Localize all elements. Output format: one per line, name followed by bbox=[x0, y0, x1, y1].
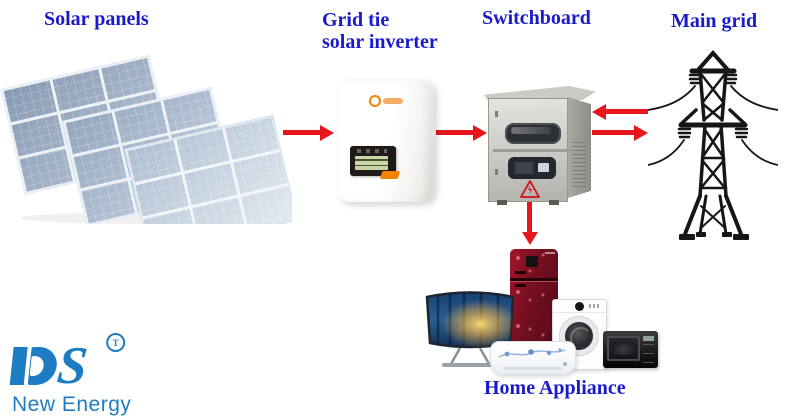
fridge-handle bbox=[515, 271, 526, 274]
microwave-control-panel bbox=[643, 336, 654, 363]
inverter-lcd bbox=[355, 156, 388, 170]
inverter-brand-icon bbox=[369, 95, 403, 107]
arrow-switchboard-to-appliances bbox=[521, 197, 538, 245]
main-grid-label: Main grid bbox=[671, 10, 758, 32]
fridge-handle bbox=[515, 284, 526, 287]
washer-buttons bbox=[589, 304, 601, 308]
microwave-window bbox=[607, 336, 640, 361]
logo-mark-ds: S T bbox=[9, 333, 185, 395]
trademark-icon: T bbox=[106, 333, 126, 352]
washer-dial bbox=[575, 302, 584, 311]
transmission-tower-icon bbox=[648, 49, 778, 240]
inverter-screen bbox=[350, 146, 401, 179]
switchboard-lower-window bbox=[508, 157, 556, 179]
home-appliance-label: Home Appliance bbox=[484, 377, 626, 399]
logo-letter-d-bar bbox=[9, 347, 28, 385]
switchboard-hinge bbox=[495, 111, 498, 117]
inverter-icon bbox=[338, 80, 434, 202]
logo-subtitle: New Energy bbox=[12, 393, 132, 416]
air-conditioner-icon bbox=[490, 341, 576, 375]
switchboard-icon bbox=[484, 82, 598, 205]
arrow-switchboard-to-grid bbox=[592, 124, 648, 141]
ac-vent bbox=[503, 367, 563, 370]
switchboard-foot bbox=[497, 200, 507, 205]
microwave-icon bbox=[603, 331, 658, 368]
company-logo: S T New Energy bbox=[9, 333, 185, 416]
switchboard-meter bbox=[538, 163, 549, 172]
inverter-accent bbox=[379, 171, 401, 179]
inverter-label-line2: solar inverter bbox=[322, 31, 438, 53]
logo-letter-d-bowl bbox=[27, 347, 59, 385]
fridge-brand bbox=[545, 252, 555, 254]
fridge-divider bbox=[510, 278, 558, 282]
switchboard-divider bbox=[493, 149, 572, 152]
ac-indicator bbox=[563, 362, 567, 366]
warning-triangle-icon bbox=[520, 180, 540, 198]
inverter-label-line1: Grid tie bbox=[322, 9, 390, 31]
arrow-grid-to-switchboard bbox=[592, 103, 648, 120]
logo-letter-s: S bbox=[54, 337, 91, 395]
washer-control-panel bbox=[553, 300, 606, 313]
arrow-inverter-to-switchboard bbox=[436, 124, 487, 141]
switchboard-foot bbox=[549, 200, 559, 205]
arrow-panels-to-inverter bbox=[283, 124, 334, 141]
switchboard-hinge bbox=[495, 169, 498, 175]
solar-panels-label: Solar panels bbox=[44, 8, 149, 30]
fridge-icon bbox=[510, 249, 558, 342]
switchboard-front bbox=[488, 98, 572, 205]
switchboard-equipment bbox=[515, 162, 533, 174]
fridge-panel bbox=[526, 256, 538, 267]
solar-panels-icon bbox=[0, 54, 292, 224]
inverter-keys bbox=[357, 149, 387, 153]
ac-floral-decoration bbox=[498, 348, 566, 358]
switchboard-label: Switchboard bbox=[482, 7, 591, 29]
switchboard-upper-window bbox=[505, 123, 561, 144]
switchboard-vents bbox=[572, 142, 586, 188]
